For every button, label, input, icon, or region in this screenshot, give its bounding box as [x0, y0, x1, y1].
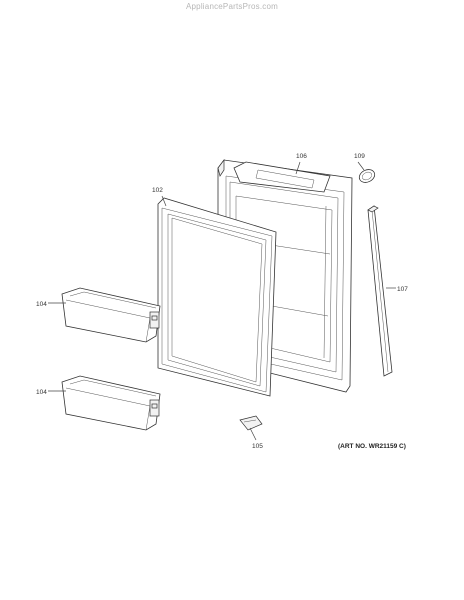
callout-102: 102 — [152, 187, 163, 194]
clip-105 — [239, 415, 263, 431]
trim-strip-107 — [367, 205, 393, 377]
callout-109: 109 — [354, 153, 365, 160]
watermark: AppliancePartsPros.com — [186, 2, 278, 11]
callout-105: 105 — [252, 443, 263, 450]
callout-104-bottom: 104 — [36, 389, 47, 396]
door-bin-104-top — [61, 287, 161, 343]
callout-106: 106 — [296, 153, 307, 160]
callout-104-top: 104 — [36, 301, 47, 308]
door-bin-104-bottom — [61, 375, 161, 431]
door-gasket-102 — [157, 197, 277, 397]
cap-109 — [358, 169, 376, 183]
leader-lines — [48, 161, 396, 441]
art-number: (ART NO. WR21159 C) — [338, 443, 406, 450]
callout-107: 107 — [397, 286, 408, 293]
